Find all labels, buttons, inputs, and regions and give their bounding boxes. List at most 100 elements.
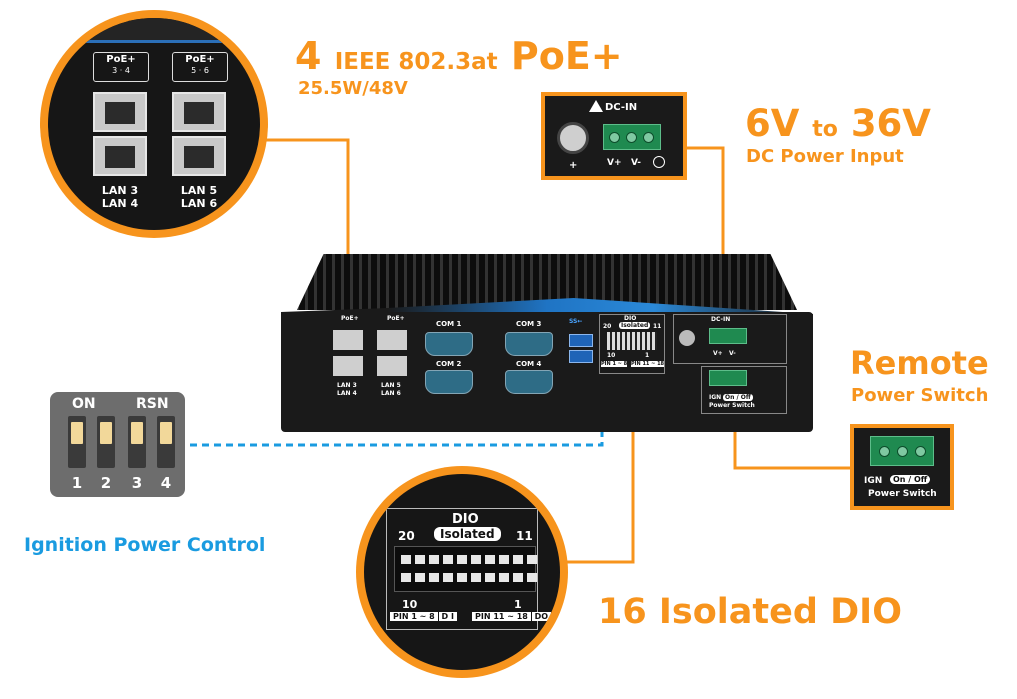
- device-rj45-lan6: [377, 356, 407, 376]
- rj45-port-lan3: [93, 92, 147, 132]
- com3-port: [505, 332, 553, 356]
- device-pin-do: PIN 11 ~ 18: [631, 361, 665, 367]
- dcin-inset: DC-IN + V+ V-: [541, 92, 687, 180]
- dip-switch: ON RSN 1 2 3 4: [50, 392, 185, 497]
- device-onoff: On / Off: [723, 394, 753, 401]
- dcin-terminal-block: [603, 124, 661, 150]
- poe-tag-left: PoE+ 3 · 4: [93, 52, 149, 82]
- device-remote-terminal: [709, 370, 747, 386]
- device-lan-right-1: LAN 5: [381, 382, 401, 389]
- poe-headline: 4 IEEE 802.3at PoE+: [295, 34, 623, 78]
- device-dio-20: 20: [603, 323, 612, 330]
- device-power-switch: Power Switch: [709, 402, 755, 409]
- device-vminus: V-: [729, 350, 736, 357]
- ground-icon: [653, 156, 665, 168]
- dio-zoom-1: 1: [514, 598, 522, 611]
- usb-port-2: [569, 350, 593, 363]
- ignition-callout-line: [190, 402, 604, 447]
- dio-headline: 16 Isolated DIO: [598, 592, 902, 632]
- poe-tag-right: PoE+ 5 · 6: [172, 52, 228, 82]
- remote-subtitle: Power Switch: [851, 385, 989, 406]
- device-dio-10: 10: [607, 352, 616, 359]
- dip-num-4: 4: [160, 474, 172, 492]
- device-lan-right-2: LAN 6: [381, 390, 401, 397]
- warning-icon: [589, 100, 603, 112]
- rj45-port-lan6: [172, 136, 226, 176]
- usb-label: SS←: [569, 318, 583, 325]
- dio-zoom-11: 11: [516, 529, 533, 543]
- dip-slot-3: [128, 416, 146, 468]
- rj45-port-lan5: [172, 92, 226, 132]
- com2-label: COM 2: [436, 360, 462, 368]
- dio-zoom-isolated: Isolated: [434, 527, 501, 541]
- device-vplus: V+: [713, 350, 723, 357]
- remote-headline: Remote: [850, 344, 989, 382]
- dc-from: 6V: [745, 102, 800, 145]
- dcin-inset-vminus: V-: [631, 158, 642, 168]
- dip-num-1: 1: [71, 474, 83, 492]
- remote-terminal-block: [870, 436, 934, 466]
- remote-ign-label: IGN: [864, 476, 883, 486]
- dc-headline: 6V to 36V: [745, 102, 931, 145]
- dio-zoom-pin-di: PIN 1 ~ 8 D I: [390, 612, 457, 621]
- dio-pins-bottom: [401, 573, 537, 582]
- dip-slot-4: [157, 416, 175, 468]
- lan-label-left: LAN 3 LAN 4: [101, 184, 139, 210]
- device-dio-label: DIO: [624, 315, 637, 322]
- dip-slot-2: [97, 416, 115, 468]
- device-dcin-panel: [673, 314, 787, 364]
- dio-zoom-frame: [386, 508, 538, 630]
- poe-standard: IEEE 802.3at: [334, 49, 498, 75]
- dio-zoom-connector: [394, 546, 537, 592]
- dcin-inset-plus: +: [569, 160, 578, 171]
- rj45-port-lan4: [93, 136, 147, 176]
- com4-port: [505, 370, 553, 394]
- device-poe-tag-right: PoE+: [387, 315, 405, 322]
- dcin-inset-vplus: V+: [607, 158, 622, 168]
- device-dcin-label: DC-IN: [711, 316, 731, 323]
- device-front-panel: PoE+ PoE+ LAN 3 LAN 4 LAN 5 LAN 6 COM 1 …: [281, 312, 813, 432]
- dio-zoom-pin-do: PIN 11 ~ 18 DO: [472, 612, 552, 621]
- com1-port: [425, 332, 473, 356]
- remote-onoff-label: On / Off: [890, 475, 931, 484]
- poe-count: 4: [295, 34, 322, 78]
- poe-power: 25.5W/48V: [298, 78, 408, 99]
- dc-to-word: to: [812, 117, 838, 142]
- lan-zoom-circle: PoE+ 3 · 4 PoE+ 5 · 6 LAN 3 LAN 4 LAN 5 …: [40, 10, 268, 238]
- device-lan-left-1: LAN 3: [337, 382, 357, 389]
- lan-zoom-band: [48, 18, 260, 43]
- dc-subtitle: DC Power Input: [746, 146, 904, 167]
- poe-label: PoE+: [510, 34, 623, 78]
- lan-label-right: LAN 5 LAN 6: [180, 184, 218, 210]
- com4-label: COM 4: [516, 360, 542, 368]
- device-ign: IGN: [709, 394, 722, 401]
- device-lan-left-2: LAN 4: [337, 390, 357, 397]
- device-dio-11: 11: [653, 323, 662, 330]
- device-pin-di: PIN 1 ~ 8: [601, 361, 628, 367]
- dip-num-3: 3: [131, 474, 143, 492]
- com1-label: COM 1: [436, 320, 462, 328]
- device-rj45-lan3: [333, 330, 363, 350]
- device-dio-1: 1: [645, 352, 650, 359]
- dio-zoom-circle: DIO Isolated 20 11 10 1 PIN 1 ~ 8 D I PI…: [356, 466, 568, 678]
- dio-zoom-10: 10: [402, 598, 418, 611]
- dip-rsn-label: RSN: [136, 396, 169, 412]
- device-dio-panel: [599, 314, 665, 374]
- device-isolated-label: Isolated: [619, 322, 651, 329]
- com2-port: [425, 370, 473, 394]
- ignition-headline: Ignition Power Control: [24, 534, 266, 556]
- dio-zoom-20: 20: [398, 529, 415, 543]
- dip-num-2: 2: [100, 474, 112, 492]
- device-remote-panel: [701, 366, 787, 414]
- device-heatsink: [281, 240, 813, 320]
- dio-zoom-title: DIO: [452, 512, 479, 527]
- device-rj45-lan5: [377, 330, 407, 350]
- dcin-inset-title: DC-IN: [605, 102, 638, 113]
- dip-on-label: ON: [72, 396, 96, 412]
- remote-power-switch-label: Power Switch: [868, 489, 937, 499]
- dc-to: 36V: [850, 102, 931, 145]
- device-poe-tag-left: PoE+: [341, 315, 359, 322]
- remote-switch-inset: IGN On / Off Power Switch: [850, 424, 954, 510]
- device-dc-jack: [679, 330, 695, 346]
- device-dio-connector: [607, 332, 657, 350]
